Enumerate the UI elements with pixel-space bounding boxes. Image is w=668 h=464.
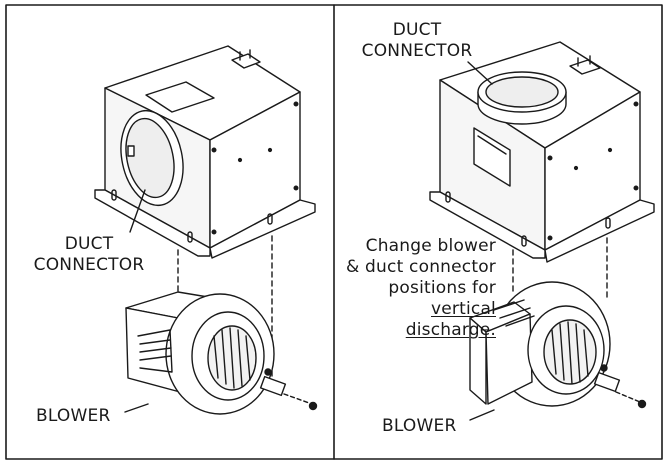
right-blade xyxy=(551,329,557,375)
left-screw-dot xyxy=(264,368,272,376)
right-screw xyxy=(573,165,579,171)
right-duct-collar-inner xyxy=(485,76,559,108)
right-blade xyxy=(567,321,573,385)
right-screw xyxy=(547,235,553,241)
left-blower-leader xyxy=(124,403,149,413)
right-screw-dot xyxy=(600,364,608,372)
left-louvers xyxy=(137,329,173,373)
right-screw xyxy=(547,155,553,161)
left-screw xyxy=(267,147,273,153)
right-flange-slot xyxy=(521,235,527,247)
left-junction-box xyxy=(231,53,261,69)
left-duct-connector-label: DUCT CONNECTOR xyxy=(22,234,156,276)
right-blower xyxy=(469,281,621,421)
left-screw-dot xyxy=(308,401,318,411)
right-screw xyxy=(607,147,613,153)
left-screw xyxy=(211,147,217,153)
note-line-underlined: vertical xyxy=(431,299,496,319)
right-flange-slot xyxy=(445,191,451,203)
left-screw xyxy=(211,229,217,235)
left-flange-right xyxy=(209,199,316,259)
right-side-opening xyxy=(473,127,511,187)
left-flange-slot xyxy=(187,231,193,243)
right-louver xyxy=(505,315,535,327)
left-blade xyxy=(237,329,243,387)
left-collar-tab xyxy=(127,145,135,157)
left-motor-bracket xyxy=(259,375,287,397)
note-line: positions for xyxy=(388,278,496,298)
left-louver xyxy=(139,347,172,353)
right-blade xyxy=(559,323,565,381)
right-blade xyxy=(583,329,589,377)
left-screw xyxy=(293,101,299,107)
left-louver xyxy=(139,339,171,345)
note-line: Change blower xyxy=(365,236,496,256)
left-screw xyxy=(293,185,299,191)
left-blower xyxy=(124,291,287,415)
right-louver xyxy=(499,307,531,319)
right-louver xyxy=(493,299,525,311)
right-blower-outlet-side xyxy=(469,317,487,405)
left-duct-leader xyxy=(129,189,146,233)
left-screw-path xyxy=(283,393,313,405)
left-duct-collar-inner xyxy=(125,117,175,199)
right-duct-connector-label: DUCT CONNECTOR xyxy=(350,20,484,62)
right-opening-detail xyxy=(477,135,507,155)
left-screw xyxy=(237,157,243,163)
right-screw xyxy=(633,185,639,191)
right-blower-label: BLOWER xyxy=(382,416,457,436)
right-screw-dot xyxy=(637,399,647,409)
right-duct-leader xyxy=(467,61,493,85)
right-motor-bracket xyxy=(593,371,621,393)
note-line-underlined: discharge. xyxy=(405,320,496,340)
left-blade xyxy=(229,327,235,389)
left-duct-label-line: DUCT xyxy=(64,234,114,254)
right-flange-front xyxy=(429,191,546,259)
right-flange-right xyxy=(544,199,655,263)
left-duct-label-line: CONNECTOR xyxy=(33,255,145,275)
right-duct-label-line: DUCT xyxy=(392,20,442,40)
left-blade xyxy=(213,335,219,379)
left-blade xyxy=(221,329,227,385)
right-screw xyxy=(633,101,639,107)
left-top-opening xyxy=(145,81,215,113)
vertical-discharge-note: Change blower & duct connector positions… xyxy=(346,236,496,341)
left-housing xyxy=(94,45,316,259)
left-blade xyxy=(245,335,251,381)
left-flange-slot xyxy=(111,189,117,201)
left-flange-slot xyxy=(267,213,273,225)
right-flange-slot xyxy=(605,217,611,229)
right-housing xyxy=(429,41,655,263)
right-duct-label-line: CONNECTOR xyxy=(361,41,473,61)
right-blade xyxy=(575,323,581,383)
right-screw-path xyxy=(615,391,641,403)
note-line: & duct connector xyxy=(346,257,496,277)
left-blower-label: BLOWER xyxy=(36,406,111,426)
right-blower-outlet-front xyxy=(485,313,533,405)
left-flange-front xyxy=(94,189,211,257)
left-louver xyxy=(139,355,172,361)
right-blower-leader xyxy=(469,409,495,421)
